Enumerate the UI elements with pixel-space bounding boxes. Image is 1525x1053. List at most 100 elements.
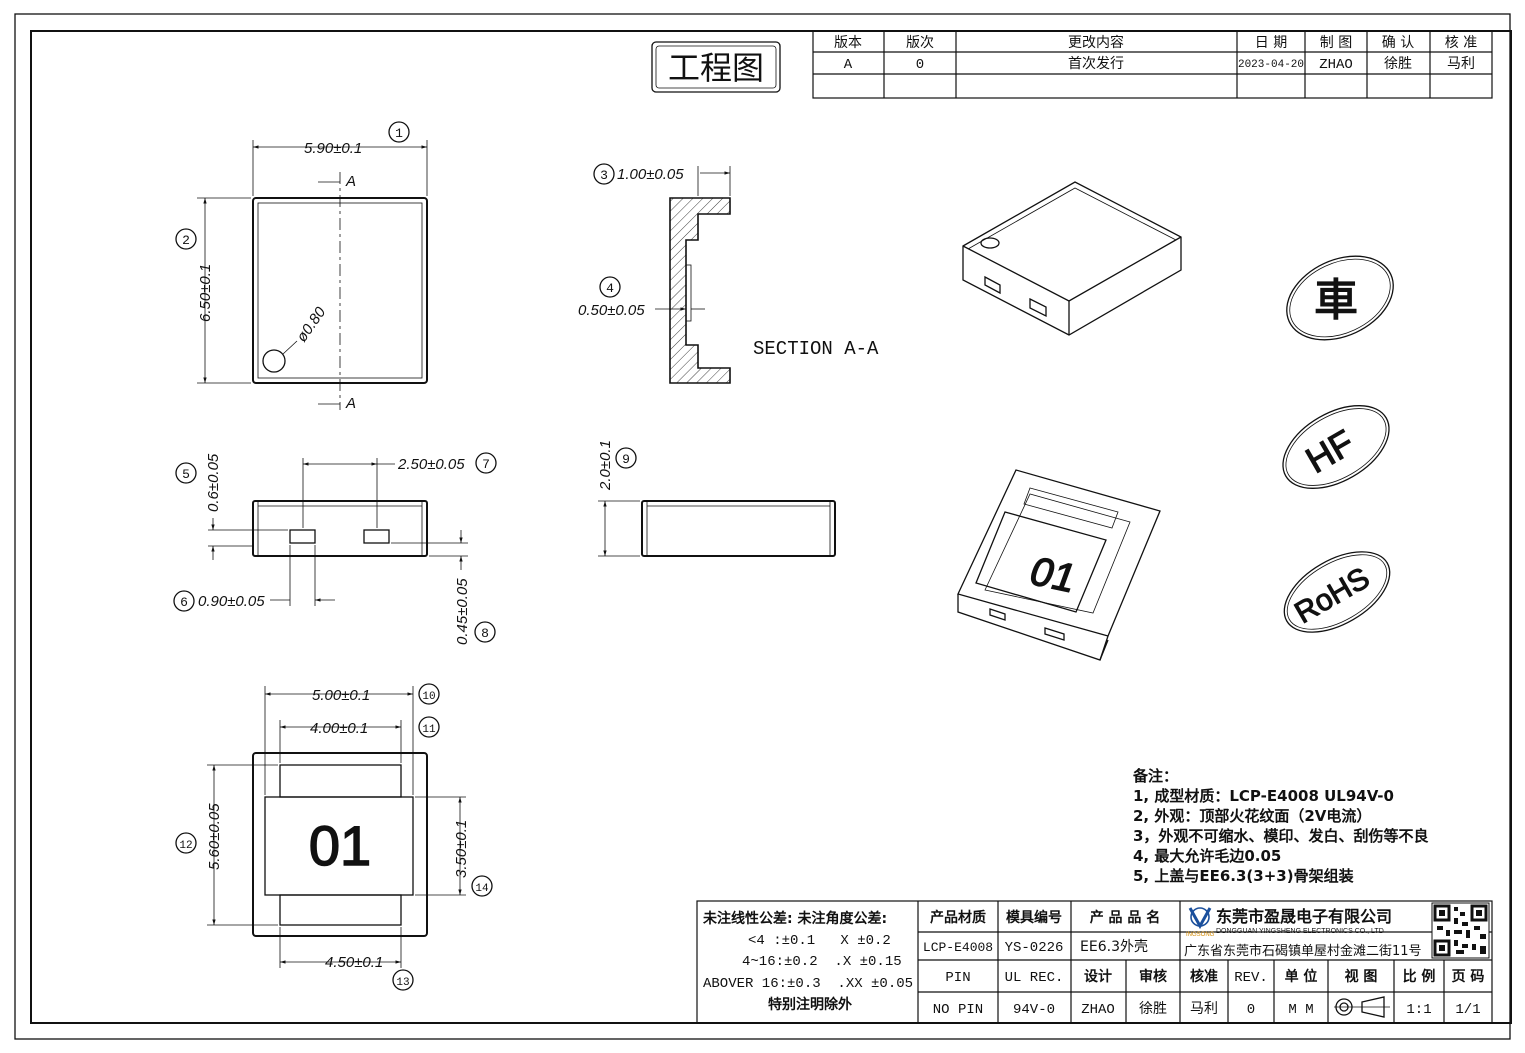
page-value: 1/1 xyxy=(1455,1002,1480,1018)
rev-cell-date: 2023-04-20 xyxy=(1238,59,1304,71)
unit-value: M M xyxy=(1288,1002,1313,1018)
pin-value: NO PIN xyxy=(933,1002,983,1018)
page-label: 页 码 xyxy=(1452,969,1485,985)
tolerance-line-3: 4~16:±0.2 .X ±0.15 xyxy=(742,954,902,970)
dim-d8: 0.45±0.05 xyxy=(454,578,471,645)
title-box-text: 工程图 xyxy=(668,49,764,87)
tolerance-line-5: 特别注明除外 xyxy=(768,996,852,1013)
bottom-part-mark: 01 xyxy=(309,814,371,877)
section-letter-top: A xyxy=(345,173,356,190)
rev-header-drawn: 制 图 xyxy=(1320,35,1352,51)
note-5: 5, 上盖与EE6.3(3+3)骨架组装 xyxy=(1133,867,1355,885)
note-1: 1, 成型材质：LCP-E4008 UL94V-0 xyxy=(1133,787,1394,805)
dim-d12: 5.60±0.05 xyxy=(206,803,223,870)
rohs-mark-text: RoHS xyxy=(1289,561,1375,630)
balloon-12: 12 xyxy=(175,832,197,854)
rohs-mark: RoHS xyxy=(1283,551,1391,633)
rev-header-version: 版本 xyxy=(834,35,862,51)
dim-d4: 0.50±0.05 xyxy=(578,302,645,319)
balloon-7: 7 xyxy=(475,452,497,474)
approve-value: 马利 xyxy=(1190,1001,1218,1017)
section-view: 1.00±0.05 0.50±0.05 SECTION A-A xyxy=(578,166,879,384)
rev-header-confirm: 确 认 xyxy=(1382,35,1414,51)
rev-value: 0 xyxy=(1247,1002,1255,1018)
scale-value: 1:1 xyxy=(1406,1002,1431,1018)
rev-header-date: 日 期 xyxy=(1255,35,1287,51)
hf-mark: HF xyxy=(1282,405,1390,489)
notes: 备注： 1, 成型材质：LCP-E4008 UL94V-0 2, 外观：顶部火花… xyxy=(1132,767,1428,885)
svg-text:8: 8 xyxy=(481,626,489,641)
approve-label: 核准 xyxy=(1190,968,1218,985)
material-value: LCP-E4008 xyxy=(923,940,993,955)
material-label: 产品材质 xyxy=(930,909,986,926)
balloon-4: 4 xyxy=(599,276,621,298)
name-value: EE6.3外壳 xyxy=(1080,938,1148,955)
design-label: 设计 xyxy=(1084,968,1112,985)
balloon-11: 11 xyxy=(418,716,440,738)
svg-text:1: 1 xyxy=(395,126,403,141)
dim-d13: 4.50±0.1 xyxy=(325,954,383,971)
notes-title: 备注： xyxy=(1132,767,1178,785)
rev-header-change: 更改内容 xyxy=(1068,34,1124,51)
company-name-en: DONGGUAN YINGSHENG ELECTRONICS CO., LTD xyxy=(1216,928,1384,935)
design-value: ZHAO xyxy=(1081,1002,1115,1018)
balloon-10: 10 xyxy=(418,683,440,705)
svg-text:4: 4 xyxy=(606,281,614,296)
top-view: A A ø0.80 5.90±0.1 6.50±0.1 xyxy=(197,140,428,412)
balloon-5: 5 xyxy=(175,462,197,484)
car-mark-text: 車 xyxy=(1314,275,1358,326)
front-slot-left xyxy=(289,529,316,544)
ul-label: UL REC. xyxy=(1005,970,1064,986)
svg-text:12: 12 xyxy=(179,840,192,852)
title-block: 未注线性公差: 未注角度公差: <4 :±0.1 X ±0.2 4~16:±0.… xyxy=(696,900,1493,1024)
dim-d10: 5.00±0.1 xyxy=(312,687,370,704)
balloon-14: 14 xyxy=(471,875,493,897)
dim-d1: 5.90±0.1 xyxy=(304,140,362,157)
scale-label: 比 例 xyxy=(1403,968,1436,985)
balloon-13: 13 xyxy=(392,969,414,991)
dim-d9: 2.0±0.1 xyxy=(597,440,614,491)
svg-text:11: 11 xyxy=(422,724,436,736)
balloons: 1 2 3 4 5 6 7 8 9 10 11 12 13 14 xyxy=(173,121,637,991)
dim-d11: 4.00±0.1 xyxy=(310,720,368,737)
iso-view-bottom: 01 xyxy=(957,469,1161,661)
iso-part-mark: 01 xyxy=(1024,549,1083,601)
side-view: 2.0±0.1 xyxy=(597,440,836,557)
revision-table: 版本 版次 更改内容 日 期 制 图 确 认 核 准 A 0 首次发行 2023… xyxy=(812,30,1493,99)
svg-text:9: 9 xyxy=(622,452,630,467)
iso-view-top xyxy=(962,181,1182,336)
svg-text:2: 2 xyxy=(182,233,190,248)
note-4: 4, 最大允许毛边0.05 xyxy=(1133,847,1281,865)
balloon-6: 6 xyxy=(173,590,195,612)
front-slot-right xyxy=(363,529,390,544)
tolerance-line-1: 未注线性公差: 未注角度公差: xyxy=(703,910,887,927)
dim-d6: 0.90±0.05 xyxy=(198,593,265,610)
company-logo-text: INGSONG xyxy=(1186,932,1215,938)
company-logo-icon xyxy=(1188,907,1212,930)
rev-label: REV. xyxy=(1234,970,1268,986)
review-label: 审核 xyxy=(1139,968,1167,985)
svg-text:6: 6 xyxy=(180,595,188,610)
mold-label: 模具编号 xyxy=(1006,909,1062,926)
section-letter-bottom: A xyxy=(345,395,356,412)
review-value: 徐胜 xyxy=(1139,1001,1167,1017)
rev-cell-change: 首次发行 xyxy=(1068,56,1124,72)
hf-mark-text: HF xyxy=(1299,421,1361,481)
balloon-1: 1 xyxy=(388,121,410,143)
projection-symbol-icon xyxy=(1334,996,1390,1018)
rev-cell-edition: 0 xyxy=(916,57,924,73)
company-name-cn: 东莞市盈晟电子有限公司 xyxy=(1216,907,1392,926)
balloon-2: 2 xyxy=(175,228,197,250)
svg-text:7: 7 xyxy=(482,457,490,472)
ul-value: 94V-0 xyxy=(1013,1002,1055,1018)
balloon-8: 8 xyxy=(474,621,496,643)
front-view: 2.50±0.05 0.6±0.05 0.90±0.05 0.45±0.05 xyxy=(198,453,471,645)
svg-text:5: 5 xyxy=(182,467,190,482)
dim-d5: 0.6±0.05 xyxy=(205,453,222,512)
tolerance-line-2: <4 :±0.1 X ±0.2 xyxy=(748,933,891,949)
balloon-9: 9 xyxy=(615,447,637,469)
title-box: 工程图 xyxy=(651,41,781,93)
unit-label: 单 位 xyxy=(1285,968,1318,985)
dim-d3: 1.00±0.05 xyxy=(617,166,684,183)
